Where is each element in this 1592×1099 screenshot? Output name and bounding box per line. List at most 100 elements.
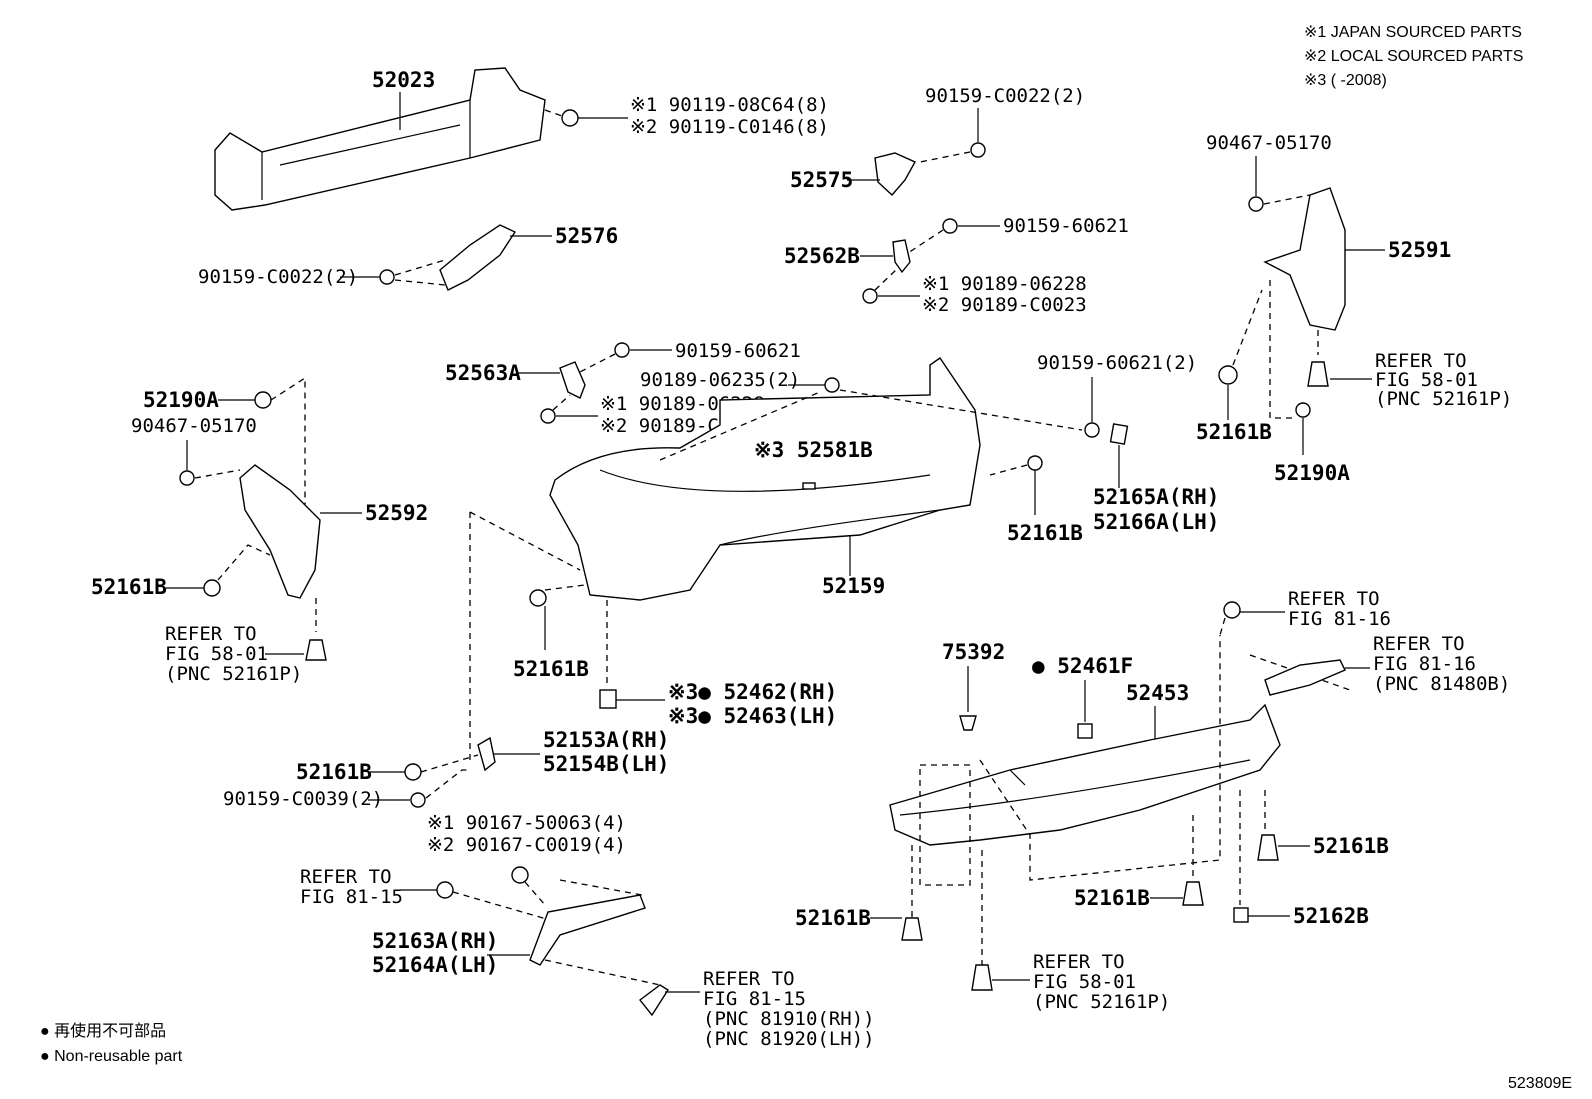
nut-52190A-left-icon: [254, 391, 272, 409]
label-52161B-lr-left: 52161B: [795, 906, 871, 930]
label-screw-2: ※2 90167-C0019(4): [427, 834, 626, 856]
label-52163A: 52163A(RH): [372, 929, 498, 953]
label-ref-left-3: (PNC 52161P): [165, 663, 302, 685]
label-ref-left-2: FIG 58-01: [165, 643, 268, 665]
label-ref-8116a-1: REFER TO: [1288, 588, 1380, 610]
dash-diffuser-right: [1249, 654, 1351, 691]
clip-591-icon: [1248, 196, 1264, 212]
dash-clip-0039: [425, 769, 470, 799]
nut-563b-icon: [824, 377, 840, 393]
clip-bumper-r-icon: [1084, 422, 1100, 438]
label-clip-591: 90467-05170: [1206, 132, 1332, 154]
push-rivet-lr-mid-icon: [1182, 881, 1204, 906]
label-ref-left-1: REFER TO: [165, 623, 257, 645]
label-nut-563: 90189-06235(2): [640, 369, 800, 391]
label-52164A: 52164A(LH): [372, 953, 498, 977]
dash-nut-562: [874, 267, 899, 291]
clip-8115-icon: [436, 881, 454, 899]
label-52190A-right: 52190A: [1274, 461, 1350, 485]
dash-52161B-mid: [989, 464, 1028, 476]
label-clip-576: 90159-C0022(2): [198, 266, 358, 288]
cap-52461F-icon: [1077, 723, 1093, 739]
clip-52161B-left-icon: [203, 579, 221, 597]
legend-en: ● Non-reusable part: [40, 1048, 183, 1065]
dash-screw-52163: [524, 881, 546, 906]
reinforcement-detail: [261, 100, 471, 200]
label-52575: 52575: [790, 168, 853, 192]
label-52453: 52453: [1126, 681, 1189, 705]
bracket-52576[interactable]: [439, 224, 517, 291]
bracket-52591[interactable]: [1263, 187, 1346, 331]
bolt-icon: [544, 109, 579, 127]
dash-8116a: [1219, 617, 1226, 636]
label-ref-r591-3: (PNC 52161P): [1375, 388, 1512, 410]
label-52591: 52591: [1388, 238, 1451, 262]
dash-bumper-b: [659, 391, 821, 461]
nut-562-icon: [862, 288, 878, 304]
label-52161B-right-mid: 52161B: [1007, 521, 1083, 545]
clip-575-icon: [970, 142, 986, 158]
note-2: ※2 LOCAL SOURCED PARTS: [1304, 48, 1523, 65]
label-bolt-a2: ※2 90119-C0146(8): [630, 116, 829, 138]
label-clip-562: 90159-60621: [1003, 215, 1129, 237]
reflector-icon: [639, 984, 669, 1017]
label-ref-r591-1: REFER TO: [1375, 350, 1467, 372]
dash-diffuser-left: [919, 764, 971, 886]
label-52161B-left: 52161B: [91, 575, 167, 599]
dash-52161B-bracket: [420, 754, 479, 773]
dash-clip-591: [1263, 194, 1311, 205]
label-clip-bumper-r: 90159-60621(2): [1037, 352, 1197, 374]
bracket-52563A[interactable]: [559, 361, 586, 399]
dash-clip-592: [194, 469, 241, 479]
dash-side-bracket: [469, 511, 581, 760]
dash-52161B-left: [217, 544, 271, 581]
label-52154B: 52154B(LH): [543, 752, 669, 776]
lower-side-52163A[interactable]: [529, 894, 646, 966]
clip-52161B-bracket-icon: [404, 763, 422, 781]
nut-563-icon: [540, 408, 556, 424]
label-clip-0039: 90159-C0039(2): [223, 788, 383, 810]
bracket-52153A[interactable]: [477, 736, 496, 772]
dash-52576: [394, 259, 446, 286]
label-52166A: 52166A(LH): [1093, 510, 1219, 534]
legend-jp: ● 再使用不可部品: [40, 1022, 166, 1040]
label-nut-562-2: ※2 90189-C0023: [922, 294, 1087, 316]
bumper-reinforcement-52023[interactable]: [214, 67, 546, 211]
label-75392: 75392: [942, 640, 1005, 664]
label-52592: 52592: [365, 501, 428, 525]
label-52463: ※3● 52463(LH): [668, 704, 837, 728]
reinforcement-shape: [214, 67, 546, 211]
bracket-52592[interactable]: [239, 464, 321, 599]
clip-icon: [379, 269, 395, 285]
cap-52162B-icon: [1233, 907, 1249, 923]
label-ref-lower-2: FIG 58-01: [1033, 971, 1136, 993]
bumper-cover-52159[interactable]: [549, 357, 981, 601]
label-ref-8115b-2: FIG 81-15: [703, 988, 806, 1010]
clip-592-icon: [179, 470, 195, 486]
label-52161B-center: 52161B: [513, 657, 589, 681]
label-52165A: 52165A(RH): [1093, 485, 1219, 509]
fastener-75392-icon: [959, 715, 977, 731]
label-clip-575: 90159-C0022(2): [925, 85, 1085, 107]
reflector-81480B-icon: [1264, 659, 1346, 696]
clip-52161B-r591-icon: [1218, 365, 1238, 385]
dash-center: [544, 584, 586, 591]
bracket-52575[interactable]: [874, 152, 916, 197]
label-52023: 52023: [372, 68, 435, 92]
clip-52161B-center-icon: [529, 589, 547, 607]
label-52462: ※3● 52462(RH): [668, 680, 837, 704]
dash-52190A-left: [270, 376, 306, 520]
bracket-52562B[interactable]: [892, 239, 911, 274]
label-52161B-lr-right: 52161B: [1313, 834, 1389, 858]
label-52162B: 52162B: [1293, 904, 1369, 928]
figure-code: 523809E: [1508, 1075, 1572, 1092]
label-52576: 52576: [555, 224, 618, 248]
dash-591-b: [1232, 289, 1263, 366]
dash-nut-563: [552, 394, 571, 411]
label-screw-1: ※1 90167-50063(4): [427, 812, 626, 834]
label-ref-8116a-2: FIG 81-16: [1288, 608, 1391, 630]
label-ref-8116b-1: REFER TO: [1373, 633, 1465, 655]
lower-diffuser-52453[interactable]: [889, 703, 1281, 846]
cap-52165A-icon: [1109, 423, 1129, 445]
